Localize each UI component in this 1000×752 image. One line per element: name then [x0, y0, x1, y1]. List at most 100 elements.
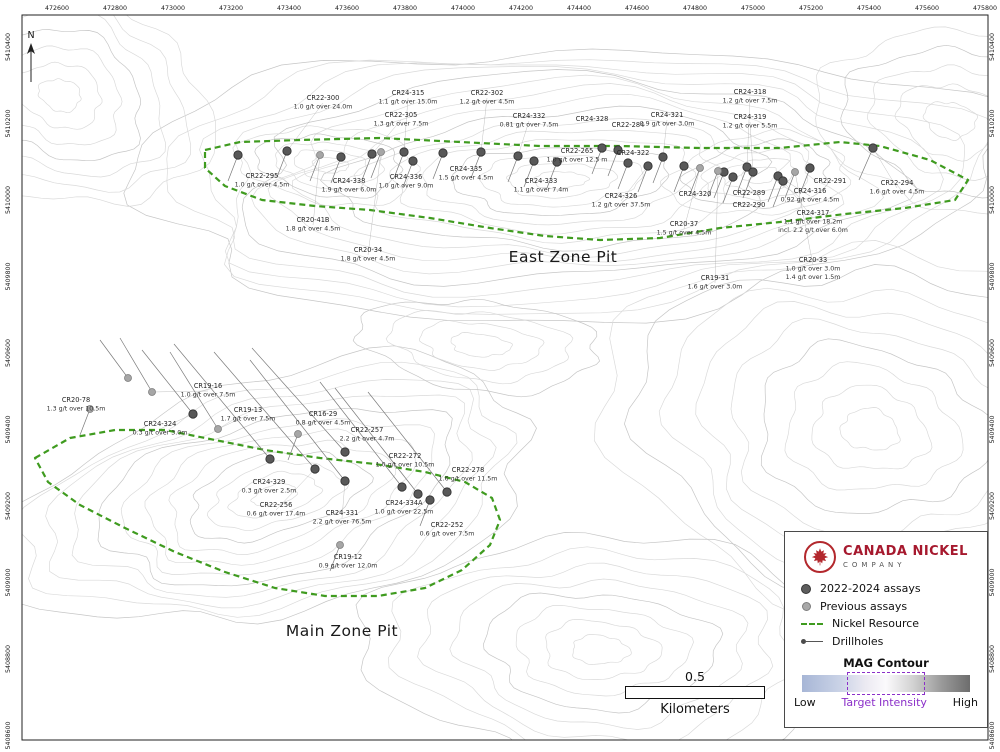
contour-line	[22, 15, 217, 207]
contour-line	[291, 93, 803, 258]
drillhole-assay-label: 1.6 g/t over 11.5m	[439, 476, 498, 483]
contour-line	[355, 532, 830, 740]
contour-line	[419, 320, 545, 371]
contour-line	[894, 83, 988, 162]
axis-label-left: 5408600	[5, 721, 12, 749]
drillhole-leader-line	[794, 171, 814, 266]
axis-label-right: 5409600	[989, 339, 996, 367]
axis-label-left: 5409200	[5, 492, 12, 520]
drillhole-leader-line	[159, 413, 194, 430]
contour-line	[97, 407, 453, 587]
contour-line	[232, 65, 944, 298]
drillhole-marker	[408, 156, 418, 166]
mag-gradient-bar	[802, 671, 970, 695]
north-arrow: N	[27, 30, 35, 82]
drillhole-trace	[419, 499, 431, 527]
contour-line	[37, 78, 82, 114]
mag-target-label: Target Intensity	[841, 695, 927, 709]
drillhole-trace	[707, 170, 719, 198]
drillhole-assay-label: 1.0 g/t over 7.5m	[181, 392, 236, 399]
axis-label-right: 5409000	[989, 568, 996, 596]
drillhole-icon	[801, 638, 823, 644]
drillhole-assay-label: 0.6 g/t over 7.5m	[420, 531, 475, 538]
axis-label-right: 5408800	[989, 645, 996, 673]
drillhole-marker	[233, 150, 243, 160]
drillhole-assay-label: incl. 2.2 g/t over 6.0m	[778, 227, 848, 234]
contour-line	[123, 48, 988, 324]
drillhole-marker	[623, 158, 633, 168]
contour-line	[417, 562, 774, 740]
drillhole-assay-label: 1.5 g/t over 4.5m	[657, 230, 712, 237]
drillhole-trace	[319, 381, 403, 488]
drillhole-marker	[397, 482, 407, 492]
drillhole-marker	[597, 143, 607, 153]
axis-label-top: 475600	[915, 5, 939, 12]
drillhole-leader-line	[403, 97, 409, 153]
drillhole-name-label: CR24-320	[679, 190, 712, 198]
drillhole-trace	[169, 351, 219, 430]
contour-line	[22, 61, 103, 130]
company-subtitle: COMPANY	[843, 560, 906, 569]
drillhole-marker	[340, 476, 350, 486]
drillhole-leader-line	[341, 480, 346, 519]
drillhole-name-label: CR19-16	[194, 382, 222, 390]
drillhole-name-label: CR24-328	[576, 115, 609, 123]
contour-line	[760, 338, 988, 514]
drillhole-trace	[617, 162, 629, 190]
axis-label-top: 472800	[103, 5, 127, 12]
contour-line	[22, 45, 123, 146]
drillhole-marker	[805, 163, 815, 173]
contour-line	[22, 361, 518, 618]
contour-line	[267, 83, 845, 263]
legend-item-previous-assays: Previous assays	[801, 600, 987, 613]
drillhole-marker	[742, 162, 752, 172]
axis-label-left: 5409400	[5, 415, 12, 443]
drillhole-assay-label: 1.0 g/t over 3.0m	[786, 266, 841, 273]
drillhole-trace	[330, 156, 342, 184]
drillhole-trace	[713, 171, 725, 199]
drillhole-assay-label: 1.0 g/t over 24.0m	[294, 104, 353, 111]
drillhole-marker	[336, 152, 346, 162]
legend-item-label: Previous assays	[820, 599, 908, 613]
drillhole-leader-line	[217, 414, 249, 430]
contour-line	[545, 618, 663, 681]
scale-bar-value: 0.5	[685, 669, 705, 684]
drillhole-assay-label: 1.0 g/t over 12.5 m	[547, 157, 608, 164]
drillhole-name-label: CR16-29	[309, 410, 337, 418]
drillhole-trace	[370, 151, 382, 179]
contour-line	[120, 418, 435, 576]
drillhole-name-label: CR24-335	[450, 165, 483, 173]
drillhole-trace	[367, 391, 448, 493]
drillhole-assay-label: 1.4 g/t over 1.5m	[786, 274, 841, 281]
contour-line	[741, 166, 779, 184]
axis-label-right: 5409200	[989, 492, 996, 520]
axis-label-top: 472600	[45, 5, 69, 12]
drillhole-collar-icon	[801, 638, 806, 644]
axis-label-top: 474200	[509, 5, 533, 12]
drillhole-name-label: CR24-333	[525, 177, 558, 185]
contour-line	[206, 460, 350, 532]
axis-label-top: 474000	[451, 5, 475, 12]
drillhole-marker	[442, 487, 452, 497]
drillhole-assay-label: 2.2 g/t over 4.7m	[340, 436, 395, 443]
legend-items: 2022-2024 assays Previous assays Nickel …	[801, 582, 987, 648]
drillhole-name-label: CR22-295	[246, 172, 279, 180]
drillhole-name-label: CR24-319	[734, 113, 767, 121]
drillhole-trace	[393, 151, 405, 179]
drillhole-name-label: CR24-324	[144, 420, 177, 428]
drillhole-marker	[476, 147, 486, 157]
drillhole-assay-label: 1.3 g/t over 10.5m	[47, 406, 106, 413]
contour-line	[275, 141, 385, 191]
axis-label-right: 5409400	[989, 415, 996, 443]
drillhole-assay-label: 0.92 g/t over 4.5m	[781, 197, 840, 204]
drillhole-marker	[613, 145, 623, 155]
drillhole-assay-label: 1.7 g/t over 7.5m	[221, 416, 276, 423]
drillhole-name-label: CR22-257	[351, 426, 384, 434]
contour-line	[250, 482, 299, 507]
drillhole-trace-icon	[806, 640, 823, 642]
drillhole-trace	[329, 544, 341, 572]
current-assay-dot-icon	[801, 583, 811, 594]
axis-label-top: 474800	[683, 5, 707, 12]
legend-item-label: Nickel Resource	[832, 617, 920, 630]
drillhole-leader-line	[683, 167, 701, 230]
